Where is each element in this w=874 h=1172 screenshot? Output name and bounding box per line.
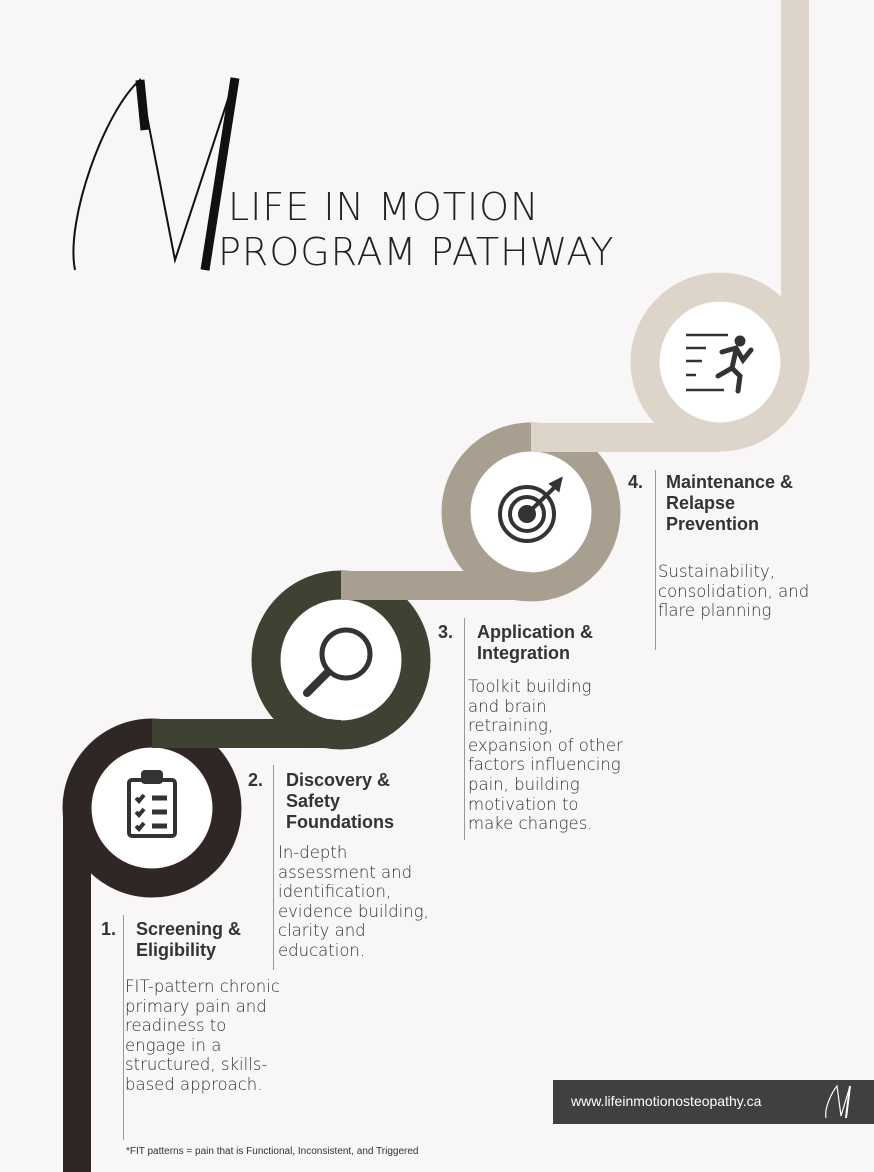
desc-line: identification, <box>278 882 392 902</box>
desc-line: retraining, <box>468 716 554 736</box>
clipboard-checklist-icon <box>127 770 177 838</box>
desc-line: readiness to <box>125 1016 227 1036</box>
desc-line: Sustainability, <box>658 562 775 581</box>
footer-banner: www.lifeinmotionosteopathy.ca <box>553 1080 874 1124</box>
title-line: Safety <box>286 791 341 811</box>
step-1-title: Screening &Eligibility <box>136 919 241 961</box>
title-line: Relapse <box>666 493 736 513</box>
desc-line: based approach. <box>125 1074 263 1094</box>
desc-line: and brain <box>468 696 547 716</box>
desc-line: flare planning <box>658 601 772 621</box>
title-line: Foundations <box>286 812 394 832</box>
divider <box>273 765 274 970</box>
title-line-1: LIFE IN MOTION <box>228 185 540 229</box>
brand-logo <box>72 77 240 271</box>
path-segment-top <box>781 0 809 362</box>
desc-line: pain, building <box>468 774 580 794</box>
step-3-title: Application &Integration <box>477 622 593 664</box>
desc-line: clarity and <box>278 921 366 941</box>
title-line-2: PROGRAM PATHWAY <box>218 230 615 274</box>
desc-line: consolidation, and <box>658 581 810 601</box>
title-line: Integration <box>477 643 570 663</box>
title-line: Maintenance & <box>666 472 794 492</box>
desc-line: Toolkit building <box>468 677 592 696</box>
desc-line: evidence building, <box>278 901 429 921</box>
desc-line: assessment and <box>278 862 413 882</box>
footer-logo <box>825 1084 851 1119</box>
desc-line: engage in a <box>125 1035 222 1055</box>
desc-line: motivation to <box>468 794 579 814</box>
title-line: Eligibility <box>136 940 217 960</box>
title-line: Application & <box>477 622 593 642</box>
desc-line: factors influencing <box>468 755 621 775</box>
footnote: *FIT patterns = pain that is Functional,… <box>126 1146 419 1157</box>
step-4-number: 4. <box>628 472 644 492</box>
running-person-icon <box>686 333 754 394</box>
desc-line: expansion of other <box>468 735 623 755</box>
divider <box>123 915 124 1140</box>
target-icon <box>498 476 563 543</box>
desc-line: structured, skills- <box>125 1055 268 1075</box>
step-1-number: 1. <box>101 919 117 939</box>
magnifying-glass-icon <box>303 627 373 697</box>
step-2-number: 2. <box>248 770 264 790</box>
desc-line: make changes. <box>468 814 593 834</box>
title-line: Screening & <box>136 919 242 939</box>
divider <box>464 618 465 840</box>
desc-line: education. <box>278 940 366 960</box>
desc-line: primary pain and <box>125 996 267 1016</box>
website-link[interactable]: www.lifeinmotionosteopathy.ca <box>571 1093 762 1109</box>
title-line: Prevention <box>666 514 760 534</box>
desc-line: FIT-pattern chronic <box>125 977 280 996</box>
desc-line: In-depth <box>278 843 348 862</box>
step-3-number: 3. <box>438 622 454 642</box>
divider <box>655 470 656 650</box>
title-line: Discovery & <box>286 770 391 790</box>
